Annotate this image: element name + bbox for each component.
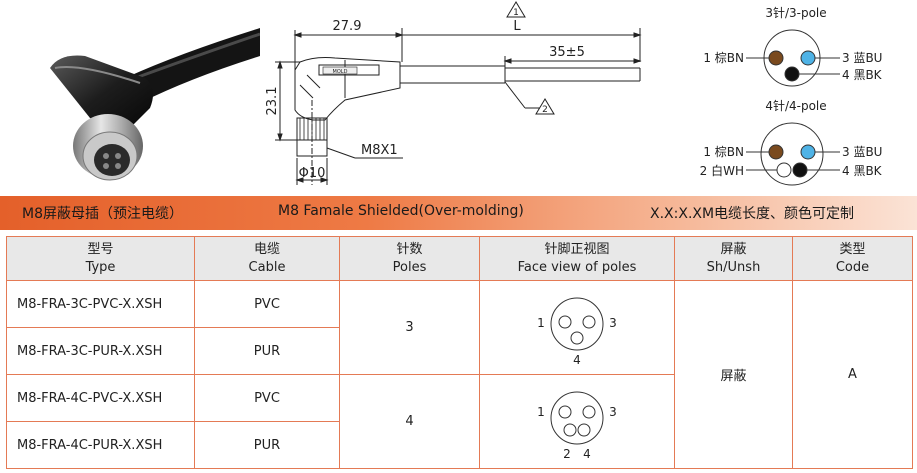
cable-cell: PUR [194, 421, 340, 469]
shield-cell: 屏蔽 [674, 280, 793, 469]
poles-cell-4: 4 [339, 374, 480, 469]
poles-cell-3: 3 [339, 280, 480, 375]
svg-text:4: 4 [583, 447, 591, 461]
body-logo: MOLD [333, 69, 348, 75]
pole3-pin4-label: 4 黑BK [842, 68, 883, 82]
dimension-drawing: MOLD 27.9 L 35±5 23.1 M8X1 Φ10 1 2 [265, 1, 642, 185]
face-view-3pole-diagram: 1 3 4 [537, 297, 617, 367]
pole3-pin3-blue [800, 50, 816, 66]
dim-diameter: Φ10 [299, 166, 326, 181]
svg-text:3: 3 [609, 316, 617, 330]
pole3-title: 3针/3-pole [765, 5, 826, 20]
type-cell: M8-FRA-3C-PVC-X.XSH [6, 280, 195, 328]
table-row: M8-FRA-4C-PUR-X.XSH PUR [6, 421, 913, 469]
dim-height: 23.1 [265, 87, 280, 116]
title-banner: M8屏蔽母插（预注电缆） M8 Famale Shielded(Over-mol… [0, 196, 917, 230]
code-cell: A [792, 280, 913, 469]
note-2: 2 [542, 105, 548, 115]
cable-cell: PVC [194, 374, 340, 422]
pole4-pin4-label: 4 黑BK [842, 164, 883, 178]
pole3-pin4-black [784, 66, 800, 82]
banner-title-en: M8 Famale Shielded(Over-molding) [278, 203, 524, 219]
pole4-pin3-label: 3 蓝BU [842, 145, 882, 159]
svg-text:1: 1 [537, 316, 545, 330]
pole4-pin3-blue [800, 144, 816, 160]
dim-strip: 35±5 [549, 45, 585, 60]
pole4-title: 4针/4-pole [765, 98, 826, 113]
note-1: 1 [513, 8, 519, 18]
table-row: M8-FRA-3C-PVC-X.XSH PVC 3 1 3 4 屏蔽 A [6, 280, 913, 469]
cable-cell: PVC [194, 280, 340, 328]
pole3-pin1-label: 1 棕BN [703, 50, 744, 65]
body-logo-plate [322, 66, 358, 75]
pinout-diagrams: 3针/3-pole 1 棕BN 3 蓝BU 4 黑BK 4针/4-pole 1 … [700, 5, 883, 186]
cable-cell: PUR [194, 327, 340, 375]
pole3-pin3-label: 3 蓝BU [842, 51, 882, 65]
pole4-pin1-label: 1 棕BN [703, 144, 744, 159]
svg-text:3: 3 [609, 405, 617, 419]
type-cell: M8-FRA-4C-PUR-X.XSH [6, 421, 195, 469]
type-cell: M8-FRA-4C-PVC-X.XSH [6, 374, 195, 422]
svg-text:2: 2 [563, 447, 571, 461]
pole4-pin1-brown [768, 144, 784, 160]
svg-text:4: 4 [573, 353, 581, 367]
pole4-pin2-label: 2 白WH [700, 163, 744, 178]
banner-note: X.X:X.XM电缆长度、颜色可定制 [650, 206, 855, 222]
product-photo [50, 28, 260, 181]
pole4-pin4-black [792, 162, 808, 178]
type-cell: M8-FRA-3C-PUR-X.XSH [6, 327, 195, 375]
face-view-4pole-diagram: 1 3 2 4 [537, 391, 617, 461]
svg-text:1: 1 [537, 405, 545, 419]
face-view-3pole: 1 3 4 [479, 280, 675, 375]
pole4-pin2-white [776, 162, 792, 178]
face-view-4pole: 1 3 2 4 [479, 374, 675, 469]
banner-title-cn: M8屏蔽母插（预注电缆） [22, 206, 183, 222]
dim-width: 27.9 [333, 19, 362, 34]
table-row: M8-FRA-3C-PUR-X.XSH PUR [6, 327, 913, 375]
pole3-pin1-brown [768, 50, 784, 66]
dim-length: L [513, 19, 521, 34]
dim-thread: M8X1 [361, 143, 398, 158]
